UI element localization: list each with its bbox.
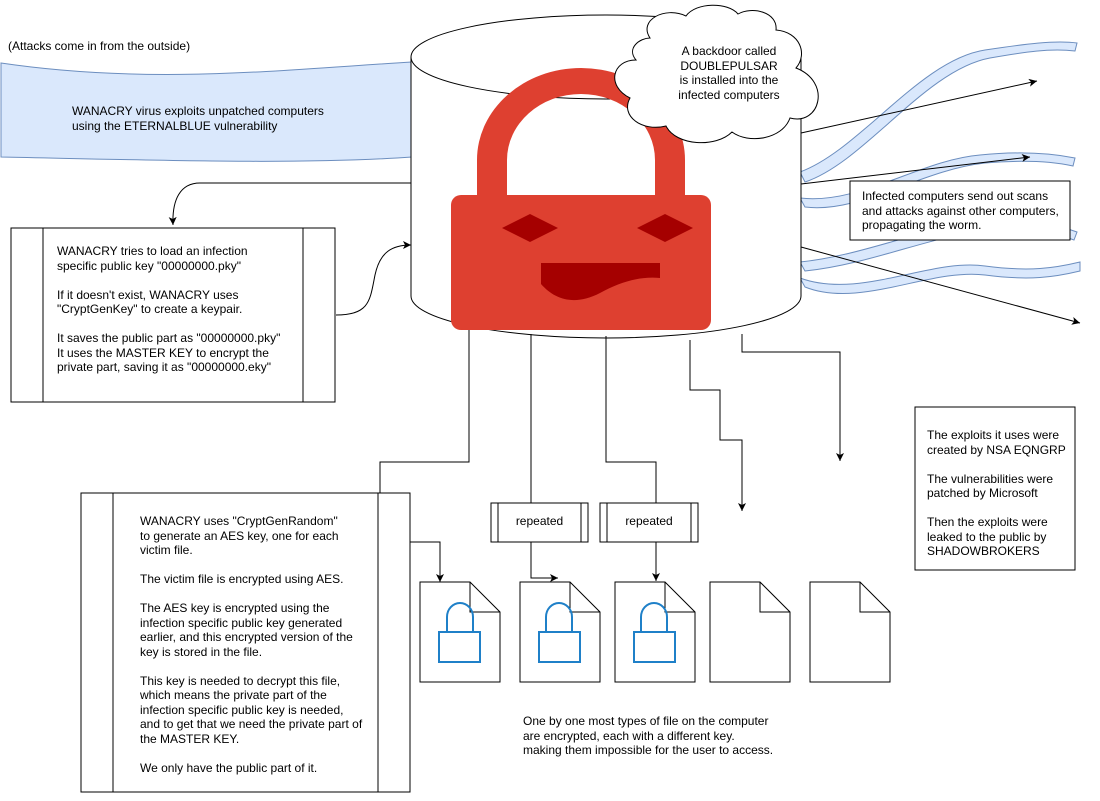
keypair-process-box: [10, 227, 336, 403]
keypair-line: If it doesn't exist, WANACRY uses: [57, 287, 239, 302]
incoming-attack-line: using the ETERNALBLUE vulnerability: [72, 118, 278, 133]
exploits-note: The exploits it uses were created by NSA…: [927, 428, 1066, 559]
exploits-line: patched by Microsoft: [927, 486, 1038, 500]
keypair-line: It uses the MASTER KEY to encrypt the: [57, 345, 269, 360]
encryption-line: This key is needed to decrypt this file,: [140, 673, 341, 688]
exploits-line: The vulnerabilities were: [927, 471, 1054, 486]
propagation-note-box: [849, 180, 1071, 241]
incoming-attack-line: WANACRY virus exploits unpatched compute…: [72, 104, 324, 118]
keypair-line: specific public key "00000000.pky": [57, 258, 241, 273]
propagation-note: Infected computers send out scans and at…: [862, 189, 1059, 233]
propagation-line: propagating the worm.: [862, 218, 982, 232]
connector-from-keypair-box: [335, 241, 412, 316]
encryption-line: key is stored in the file.: [140, 644, 263, 659]
propagation-line: and attacks against other computers,: [862, 203, 1059, 218]
exploits-line: Then the exploits were: [927, 515, 1048, 529]
encryption-line: and to get that we need the private part…: [140, 717, 363, 731]
connector-to-keypair-box: [168, 182, 411, 226]
repeated-box-2: [599, 502, 699, 543]
encryption-line: WANACRY uses "CryptGenRandom": [140, 514, 338, 528]
incoming-attack-label: WANACRY virus exploits unpatched compute…: [72, 104, 324, 133]
encryption-process-text: WANACRY uses "CryptGenRandom" to generat…: [140, 514, 362, 775]
encryption-line: The victim file is encrypted using AES.: [140, 572, 344, 586]
locked-file-icon: [519, 581, 601, 683]
exploits-line: leaked to the public by: [927, 529, 1047, 544]
files-note-line: One by one most types of file on the com…: [523, 714, 769, 728]
backdoor-line: DOUBLEPULSAR: [680, 58, 778, 73]
encryption-line: earlier, and this encrypted version of t…: [140, 630, 353, 644]
files-note: One by one most types of file on the com…: [523, 714, 773, 758]
file-connectors: [379, 330, 844, 582]
backdoor-cloud-shape: [614, 4, 819, 144]
locked-file-icon: [614, 581, 696, 683]
encryption-line: infection specific public key generated: [140, 615, 343, 630]
repeated-box-1: [490, 502, 589, 543]
exploits-note-box: [914, 406, 1076, 571]
encryption-line: We only have the public part of it.: [140, 760, 318, 775]
propagation-line: Infected computers send out scans: [862, 189, 1049, 203]
backdoor-line: A backdoor called: [681, 44, 777, 58]
encryption-line: the MASTER KEY.: [140, 731, 240, 746]
encryption-line: which means the private part of the: [140, 688, 327, 702]
exploits-line: SHADOWBROKERS: [927, 544, 1040, 558]
locked-file-icon: [419, 581, 501, 683]
file-icon: [709, 581, 791, 683]
files-note-line: making them impossible for the user to a…: [523, 743, 774, 757]
encryption-line: to generate an AES key, one for each: [140, 528, 339, 543]
encryption-process-box: [80, 492, 411, 793]
keypair-line: It saves the public part as "00000000.pk…: [57, 331, 281, 345]
outside-note: (Attacks come in from the outside): [8, 39, 191, 53]
file-icon: [809, 581, 891, 683]
exploits-line: The exploits it uses were: [927, 428, 1060, 442]
keypair-line: WANACRY tries to load an infection: [57, 244, 248, 258]
backdoor-line: infected computers: [678, 87, 780, 102]
repeated-label-2: repeated: [625, 514, 673, 528]
files-note-line: are encrypted, each with a different key…: [523, 728, 735, 743]
encryption-line: infection specific public key is needed,: [140, 702, 344, 717]
encryption-line: victim file.: [140, 543, 193, 557]
keypair-line: "CryptGenKey" to create a keypair.: [57, 302, 243, 316]
encryption-line: The AES key is encrypted using the: [140, 601, 330, 615]
backdoor-cloud-label: A backdoor called DOUBLEPULSAR is instal…: [656, 44, 802, 102]
exploits-line: created by NSA EQNGRP: [927, 442, 1066, 457]
propagation-arrows: [800, 78, 1081, 325]
backdoor-line: is installed into the: [679, 73, 779, 87]
repeated-label-1: repeated: [515, 514, 564, 528]
propagation-wave-1: [799, 41, 1078, 183]
propagation-wave-4: [798, 261, 1081, 295]
keypair-line: private part, saving it as "00000000.eky…: [57, 360, 271, 374]
keypair-process-text: WANACRY tries to load an infection speci…: [57, 244, 280, 375]
